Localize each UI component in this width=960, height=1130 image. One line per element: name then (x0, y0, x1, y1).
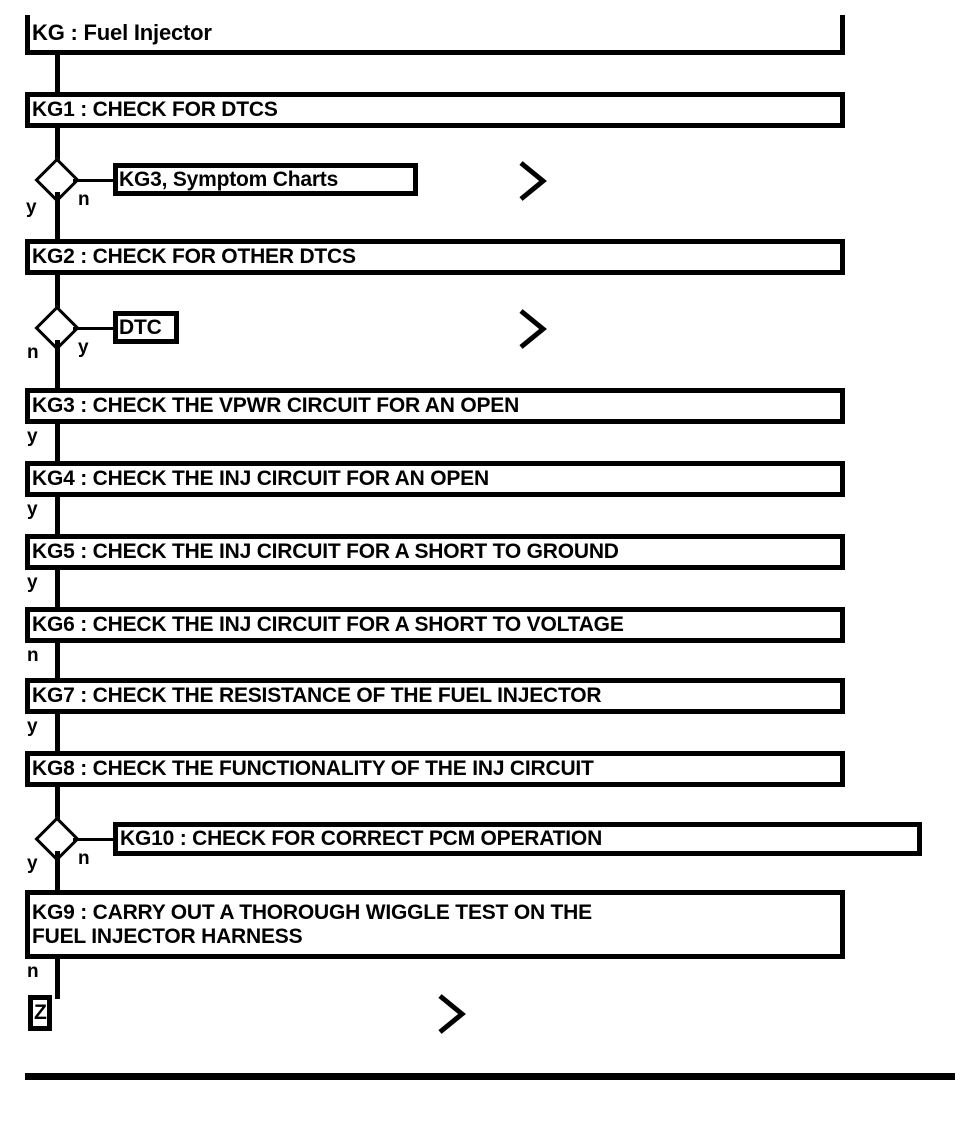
branch-label-decision3-no: n (78, 848, 90, 869)
node-kg6[interactable]: KG6 : CHECK THE INJ CIRCUIT FOR A SHORT … (25, 607, 845, 643)
node-kg10[interactable]: KG10 : CHECK FOR CORRECT PCM OPERATION (113, 822, 922, 856)
connector-kg5-kg6 (55, 568, 60, 610)
branch-label-kg5-yes: y (27, 572, 38, 593)
branch-label-decision2-no: n (27, 342, 39, 363)
node-kg8[interactable]: KG8 : CHECK THE FUNCTIONALITY OF THE INJ… (25, 751, 845, 787)
connector-kg7-kg8 (55, 712, 60, 754)
connector-kg8-decision3 (55, 785, 60, 827)
connector-kg3-kg4 (55, 422, 60, 464)
node-kg4[interactable]: KG4 : CHECK THE INJ CIRCUIT FOR AN OPEN (25, 461, 845, 497)
branch-label-kg9-no: n (27, 961, 39, 982)
connector-kg4-kg5 (55, 495, 60, 537)
node-kg5[interactable]: KG5 : CHECK THE INJ CIRCUIT FOR A SHORT … (25, 534, 845, 570)
node-kg1[interactable]: KG1 : CHECK FOR DTCS (25, 92, 845, 128)
connector-kg9-terminal (55, 957, 60, 999)
offpage-chevron-icon-1 (516, 160, 554, 201)
reference-terminal-z[interactable]: Z (28, 995, 52, 1031)
connector-decision1-kg2 (55, 192, 60, 242)
offpage-chevron-icon-2 (516, 308, 554, 349)
connector-kg6-kg7 (55, 641, 60, 683)
title-box: KG : Fuel Injector (25, 15, 845, 55)
branch-label-kg3-yes: y (27, 426, 38, 447)
branch-label-kg7-yes: y (27, 716, 38, 737)
bottom-divider (25, 1073, 955, 1080)
connector-decision2-kg3 (55, 340, 60, 390)
branch-label-decision3-yes: y (27, 853, 38, 874)
connector-decision1-ref (73, 179, 115, 182)
connector-decision2-ref (73, 327, 115, 330)
branch-label-kg4-yes: y (27, 499, 38, 520)
branch-label-decision2-yes: y (78, 337, 89, 358)
branch-label-decision1-no: n (78, 189, 90, 210)
reference-dtc[interactable]: DTC (113, 311, 179, 344)
node-kg3[interactable]: KG3 : CHECK THE VPWR CIRCUIT FOR AN OPEN (25, 388, 845, 424)
connector-decision3-kg9 (55, 851, 60, 893)
page-title: KG : Fuel Injector (32, 19, 212, 45)
connector-kg1-decision1 (55, 126, 60, 168)
offpage-chevron-icon-3 (435, 993, 473, 1034)
connector-title-kg1 (55, 55, 60, 95)
node-kg2[interactable]: KG2 : CHECK FOR OTHER DTCS (25, 239, 845, 275)
node-kg9[interactable]: KG9 : CARRY OUT A THOROUGH WIGGLE TEST O… (25, 890, 845, 959)
branch-label-decision1-yes: y (26, 197, 37, 218)
node-kg7[interactable]: KG7 : CHECK THE RESISTANCE OF THE FUEL I… (25, 678, 845, 714)
reference-kg3-symptom-charts[interactable]: KG3, Symptom Charts (113, 163, 418, 196)
connector-kg2-decision2 (55, 273, 60, 315)
branch-label-kg6-no: n (27, 645, 39, 666)
connector-decision3-kg10 (73, 838, 115, 841)
